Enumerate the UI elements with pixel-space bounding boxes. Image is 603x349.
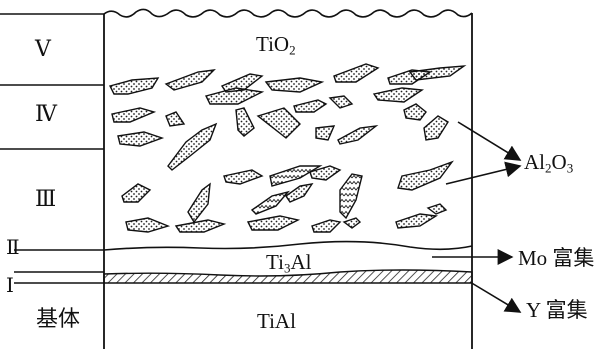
- al2o3-b: O: [552, 150, 567, 174]
- al2o3-a: Al: [524, 150, 545, 174]
- y-arrow: [470, 282, 520, 312]
- outer-surface-line: [104, 9, 472, 16]
- ti3al-label: Ti3Al: [266, 252, 311, 274]
- y-enrichment-label: Y 富集: [526, 300, 588, 321]
- tial-label: TiAl: [257, 311, 296, 332]
- zone-ii-label: Ⅱ: [6, 238, 20, 258]
- tio2-sub: 2: [289, 42, 296, 57]
- zone-i-label: Ⅰ: [6, 276, 14, 296]
- al2o3-arrow-upper: [458, 122, 520, 160]
- oxide-metal-interface: [104, 242, 472, 250]
- zone-iv-label: Ⅳ: [35, 103, 57, 125]
- mo-enrichment-label: Mo 富集: [518, 248, 594, 269]
- al2o3-sub2: 3: [567, 160, 574, 175]
- ti3al-post: Al: [290, 250, 311, 274]
- al2o3-label: Al2O3: [524, 152, 573, 174]
- ti3al-pre: Ti: [266, 250, 284, 274]
- al2o3-arrow-lower: [446, 166, 520, 184]
- al2o3-particles-dotted: [110, 64, 464, 232]
- zone-iii-label: Ⅲ: [35, 188, 56, 210]
- zone-v-label: Ⅴ: [35, 38, 51, 60]
- tio2-label: TiO2: [256, 34, 296, 56]
- tio2-base: TiO: [256, 32, 289, 56]
- substrate-label: 基体: [36, 309, 80, 331]
